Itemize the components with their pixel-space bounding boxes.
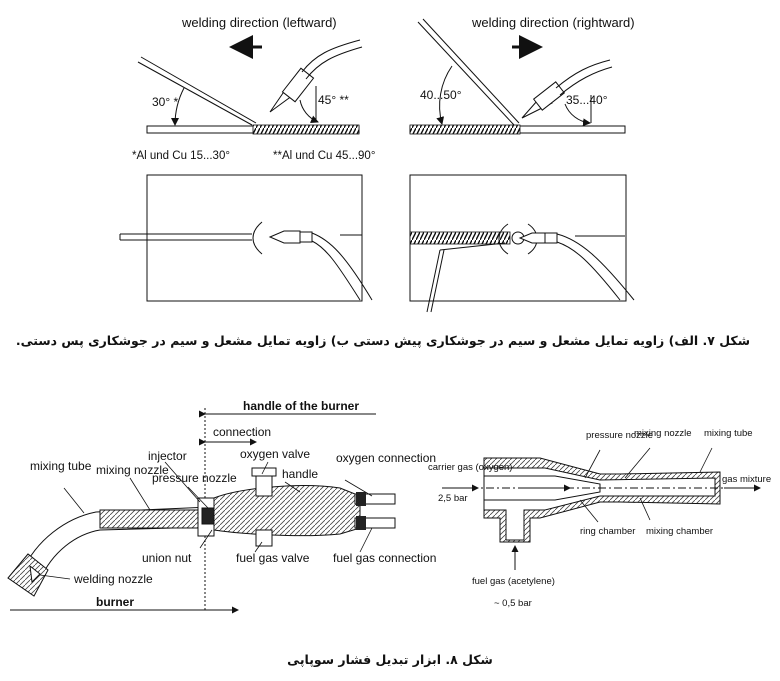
label-fuel-gas-valve: fuel gas valve xyxy=(236,551,310,565)
right-direction-title: welding direction (rightward) xyxy=(471,15,635,30)
label-mixing-tube: mixing tube xyxy=(30,459,92,473)
left-top-filler-rod xyxy=(119,233,252,241)
right-torch xyxy=(521,59,613,119)
left-rod-angle: 30° * xyxy=(152,95,178,109)
injector-leader-lines xyxy=(579,447,713,523)
left-torch xyxy=(269,39,363,113)
label-inj-mixing-tube: mixing tube xyxy=(704,428,753,439)
figure-7-illustration: welding direction (leftward) 30° * 45° *… xyxy=(119,15,635,313)
inj-pressure-nozzle-text: pressure nozzle xyxy=(586,430,653,441)
right-top-filler-rod xyxy=(426,242,506,313)
label-welding-nozzle: welding nozzle xyxy=(73,572,153,586)
figure-8-caption: شکل ۸. ابزار تبدیل فشار سوپاپی xyxy=(287,652,493,667)
figure-7-caption: شکل ۷. الف) زاویه تمایل مشعل و سیم در جو… xyxy=(15,333,750,348)
label-gas-mixture: gas mixture xyxy=(722,474,771,485)
left-torch-angle: 45° ** xyxy=(318,93,349,107)
label-union-nut: union nut xyxy=(142,551,192,565)
left-note-1: *Al und Cu 15...30° xyxy=(132,150,230,162)
label-burner: burner xyxy=(96,595,134,609)
label-mixing-tube-text: mixing tube xyxy=(30,459,92,473)
left-weld-bead xyxy=(252,124,360,135)
label-oxygen-connection: oxygen connection xyxy=(336,451,436,465)
right-rod-angle-arc xyxy=(436,65,453,125)
label-connection: connection xyxy=(213,425,271,439)
label-ring-chamber: ring chamber xyxy=(580,526,635,537)
label-fuel-gas-connection: fuel gas connection xyxy=(333,551,436,565)
right-torch-angle: 35...40° xyxy=(566,93,608,107)
left-torch-angle-arc xyxy=(299,99,319,124)
left-rod-angle-arc xyxy=(170,87,185,126)
right-rod-angle: 40...50° xyxy=(420,88,462,102)
left-filler-rod xyxy=(137,56,257,126)
label-injector: injector xyxy=(148,449,187,463)
left-top-torch xyxy=(268,230,373,301)
label-pressure-nozzle: pressure nozzle xyxy=(152,471,237,485)
right-top-weld-bead xyxy=(409,231,511,245)
right-top-torch xyxy=(518,232,635,301)
label-carrier-pressure: 2,5 bar xyxy=(438,493,468,504)
left-top-view-frame xyxy=(146,174,363,302)
injector-body xyxy=(470,457,730,543)
left-note-2: **Al und Cu 45...90° xyxy=(273,150,375,162)
label-handle-of-the-burner: handle of the burner xyxy=(243,399,359,413)
label-mixing-nozzle: mixing nozzle xyxy=(96,463,169,477)
inj-mixing-nozzle-text: mixing nozzle xyxy=(634,428,692,439)
right-filler-rod xyxy=(417,18,520,126)
label-oxygen-valve: oxygen valve xyxy=(240,447,310,461)
right-weld-bead xyxy=(409,124,521,135)
label-mixing-chamber: mixing chamber xyxy=(646,526,713,537)
torch-body xyxy=(7,467,396,597)
label-handle: handle xyxy=(282,467,318,481)
torch-leader-lines xyxy=(39,461,373,580)
left-weaving-arrow xyxy=(252,221,263,255)
label-inj-mixing-nozzle: mixing nozzle xyxy=(634,428,692,439)
label-inj-pressure-nozzle: pressure nozzle xyxy=(586,430,653,441)
label-carrier-gas: carrier gas (oxygen) xyxy=(428,462,512,473)
left-direction-title: welding direction (leftward) xyxy=(181,15,337,30)
figure-8-illustration: handle of the burner connection burner m… xyxy=(7,399,771,614)
right-torch-angle-arc xyxy=(564,103,591,127)
label-fuel-pressure: ~ 0,5 bar xyxy=(494,598,532,609)
inj-mixing-tube-text: mixing tube xyxy=(704,428,753,439)
label-fuel-gas: fuel gas (acetylene) xyxy=(472,576,555,587)
